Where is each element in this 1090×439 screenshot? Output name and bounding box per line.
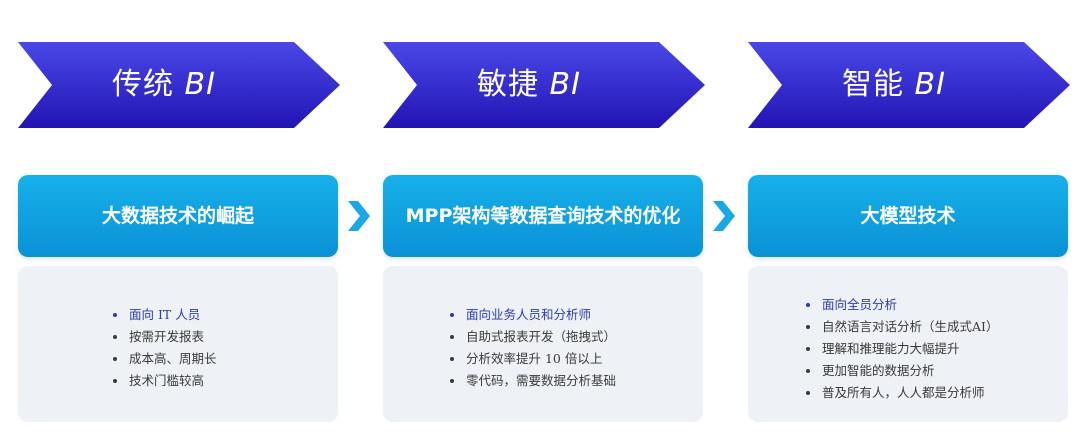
feature-list: 面向业务人员和分析师 自助式报表开发（拖拽式） 分析效率提升 10 倍以上 零代…	[450, 304, 616, 392]
stage-arrow-banner: 智能 BI	[748, 42, 1070, 128]
bullet-dot-icon	[806, 391, 810, 395]
technology-box: 大模型技术	[748, 175, 1068, 257]
arrow-shape	[383, 42, 705, 128]
stage-title-bi: BI	[914, 67, 946, 102]
stage-title-bi: BI	[549, 67, 581, 102]
bullet-dot-icon	[113, 335, 117, 339]
stage-title-text: 敏捷	[477, 67, 539, 102]
bullet-dot-icon	[806, 347, 810, 351]
stage-title: 智能 BI	[778, 42, 1010, 128]
bullet-dot-icon	[806, 303, 810, 307]
stage-title-text: 智能	[842, 67, 904, 102]
feature-item: 面向业务人员和分析师	[450, 304, 616, 326]
bullet-dot-icon	[450, 313, 454, 317]
bullet-dot-icon	[113, 357, 117, 361]
technology-label: 大模型技术	[860, 205, 956, 227]
bullet-dot-icon	[806, 325, 810, 329]
feature-item: 按需开发报表	[113, 326, 217, 348]
feature-item: 零代码，需要数据分析基础	[450, 370, 616, 392]
technology-box: 大数据技术的崛起	[18, 175, 338, 257]
technology-label: MPP架构等数据查询技术的优化	[405, 205, 681, 227]
arrow-shape	[18, 42, 340, 128]
feature-item: 普及所有人，人人都是分析师	[806, 382, 998, 404]
stage-column-traditional: 传统 BI 大数据技术的崛起 面向 IT 人员 按需开发报表 成本高、周期长 技…	[18, 0, 340, 439]
feature-list: 面向全员分析 自然语言对话分析（生成式AI） 理解和推理能力大幅提升 更加智能的…	[806, 294, 998, 404]
feature-item: 自助式报表开发（拖拽式）	[450, 326, 616, 348]
stage-arrow-banner: 传统 BI	[18, 42, 340, 128]
feature-item: 面向全员分析	[806, 294, 998, 316]
stage-arrow-banner: 敏捷 BI	[383, 42, 705, 128]
feature-list: 面向 IT 人员 按需开发报表 成本高、周期长 技术门槛较高	[113, 304, 217, 392]
chevron-right-icon	[346, 201, 372, 231]
feature-card: 面向全员分析 自然语言对话分析（生成式AI） 理解和推理能力大幅提升 更加智能的…	[748, 266, 1068, 422]
stage-title: 敏捷 BI	[413, 42, 645, 128]
feature-item: 自然语言对话分析（生成式AI）	[806, 316, 998, 338]
feature-item: 理解和推理能力大幅提升	[806, 338, 998, 360]
feature-card: 面向 IT 人员 按需开发报表 成本高、周期长 技术门槛较高	[18, 266, 338, 422]
bullet-dot-icon	[450, 379, 454, 383]
technology-box: MPP架构等数据查询技术的优化	[383, 175, 703, 257]
stage-column-intelligent: 智能 BI 大模型技术 面向全员分析 自然语言对话分析（生成式AI） 理解和推理…	[748, 0, 1070, 439]
stage-title-bi: BI	[184, 67, 216, 102]
bullet-dot-icon	[113, 313, 117, 317]
bullet-dot-icon	[806, 369, 810, 373]
stage-column-agile: 敏捷 BI MPP架构等数据查询技术的优化 面向业务人员和分析师 自助式报表开发…	[383, 0, 705, 439]
feature-item: 面向 IT 人员	[113, 304, 217, 326]
stage-title: 传统 BI	[48, 42, 280, 128]
bullet-dot-icon	[113, 379, 117, 383]
feature-item: 成本高、周期长	[113, 348, 217, 370]
bullet-dot-icon	[450, 335, 454, 339]
bullet-dot-icon	[450, 357, 454, 361]
arrow-shape	[748, 42, 1070, 128]
feature-item: 分析效率提升 10 倍以上	[450, 348, 616, 370]
feature-card: 面向业务人员和分析师 自助式报表开发（拖拽式） 分析效率提升 10 倍以上 零代…	[383, 266, 703, 422]
chevron-right-icon	[711, 201, 737, 231]
stage-title-text: 传统	[112, 67, 174, 102]
technology-label: 大数据技术的崛起	[101, 205, 254, 227]
feature-item: 技术门槛较高	[113, 370, 217, 392]
feature-item: 更加智能的数据分析	[806, 360, 998, 382]
